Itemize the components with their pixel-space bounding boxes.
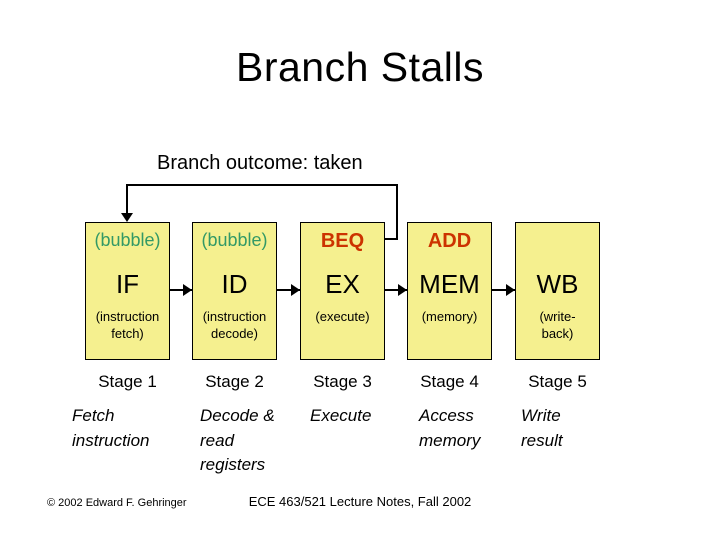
stage-label-2: Stage 2 <box>205 372 264 391</box>
pipeline-box-id: (bubble) ID (instruction decode) <box>192 222 277 360</box>
box-stage-abbr: EX <box>325 269 360 299</box>
bracket-left-vertical-line <box>126 184 128 214</box>
stage-label-5: Stage 5 <box>528 372 587 391</box>
box-stage-abbr: MEM <box>419 269 480 299</box>
down-arrowhead-icon <box>121 213 133 222</box>
box-stage-abbr: ID <box>221 269 248 299</box>
arrow-id-to-ex <box>277 284 300 296</box>
footer-copyright: © 2002 Edward F. Gehringer <box>47 497 187 509</box>
branch-outcome-label: Branch outcome: taken <box>157 152 363 174</box>
box-caption: (memory) <box>421 309 478 324</box>
box-top-label: ADD <box>427 230 472 252</box>
stage-description-2: Decode & read registers <box>200 406 275 475</box>
box-caption: (instruction decode) <box>202 309 267 341</box>
box-top-label: BEQ <box>320 230 365 252</box>
box-caption: (execute) <box>315 309 370 324</box>
stage-description-5: Write result <box>521 406 563 450</box>
stage-label-3: Stage 3 <box>313 372 372 391</box>
pipeline-box-if: (bubble) IF (instruction fetch) <box>85 222 170 360</box>
box-caption: (write- back) <box>539 309 576 341</box>
bracket-right-vertical-line <box>396 184 398 240</box>
pipeline-box-ex: BEQ EX (execute) <box>300 222 385 360</box>
stage-description-3: Execute <box>310 406 372 425</box>
box-stage-abbr: IF <box>115 269 140 299</box>
stage-description-4: Access memory <box>419 406 481 450</box>
stage-label-4: Stage 4 <box>420 372 479 391</box>
box-top-label: (bubble) <box>201 230 268 250</box>
bracket-horizontal-line <box>126 184 398 186</box>
box-stage-abbr: WB <box>536 269 579 299</box>
box-top-label: (bubble) <box>94 230 161 250</box>
pipeline-box-wb: WB (write- back) <box>515 222 600 360</box>
stage-label-1: Stage 1 <box>98 372 157 391</box>
arrow-ex-to-mem <box>385 284 407 296</box>
pipeline-box-mem: ADD MEM (memory) <box>407 222 492 360</box>
stage-description-1: Fetch instruction <box>72 406 150 450</box>
footer-course-title: ECE 463/521 Lecture Notes, Fall 2002 <box>248 494 472 509</box>
arrow-mem-to-wb <box>492 284 515 296</box>
arrow-if-to-id <box>170 284 192 296</box>
page-title: Branch Stalls <box>235 44 485 90</box>
box-caption: (instruction fetch) <box>95 309 160 341</box>
bracket-stub-line <box>385 238 396 240</box>
